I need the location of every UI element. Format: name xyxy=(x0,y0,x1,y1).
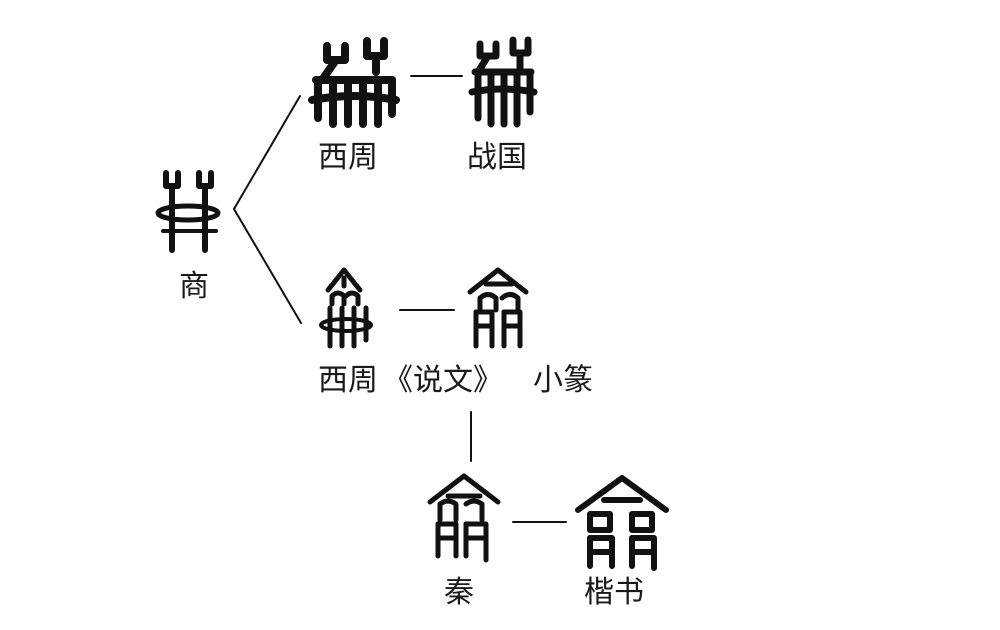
glyph-kaishu xyxy=(575,475,669,571)
glyph-xiaozhuan xyxy=(467,267,529,349)
glyph-qin xyxy=(427,473,501,563)
glyph-zhanguo xyxy=(468,36,538,128)
label-xizhou-mid: 西周 xyxy=(318,363,378,398)
connector-shang-to-xizhou-top xyxy=(233,95,301,210)
glyph-xizhou-top xyxy=(308,37,400,128)
label-shuowen: 《说文》 xyxy=(383,363,503,398)
connector-shang-to-xizhou-mid xyxy=(233,208,302,324)
label-xiaozhuan: 小篆 xyxy=(533,363,593,398)
label-shang: 商 xyxy=(179,269,209,304)
label-xizhou-top: 西周 xyxy=(318,140,378,175)
label-qin: 秦 xyxy=(444,575,474,610)
label-zhanguo: 战国 xyxy=(467,140,527,175)
label-kaishu: 楷书 xyxy=(584,575,644,610)
glyph-xizhou-mid xyxy=(319,267,373,349)
glyph-shang xyxy=(155,170,221,253)
